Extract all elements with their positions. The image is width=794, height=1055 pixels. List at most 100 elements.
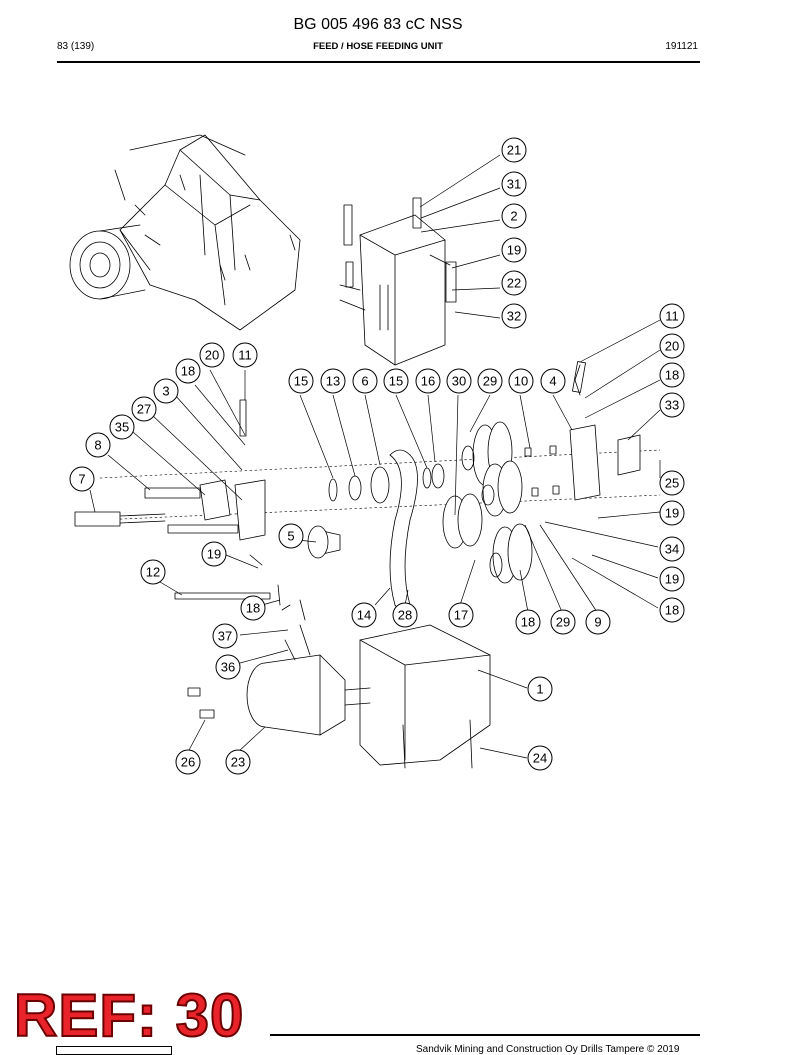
- callout-circle: [515, 609, 541, 635]
- callout-label: 25: [665, 476, 679, 491]
- callout-circle: [175, 749, 201, 775]
- callout-circle: [501, 270, 527, 296]
- callout-label: 29: [556, 615, 570, 630]
- callout-circle: [85, 432, 111, 458]
- callout-circle: [659, 362, 685, 388]
- callout-circle: [278, 523, 304, 549]
- callout-1: 1: [527, 676, 553, 702]
- callout-label: 13: [326, 374, 340, 389]
- callout-34: 34: [659, 536, 685, 562]
- document-date: 191121: [665, 41, 698, 52]
- callout-circle: [659, 303, 685, 329]
- callout-label: 8: [94, 438, 101, 453]
- callout-circle: [501, 137, 527, 163]
- callout-circle: [659, 500, 685, 526]
- callout-7: 7: [69, 466, 95, 492]
- callout-12: 12: [140, 559, 166, 585]
- center-parts-illustration: [74, 361, 661, 611]
- header-rule: [57, 61, 700, 63]
- callout-2: 2: [501, 203, 527, 229]
- callout-9: 9: [585, 609, 611, 635]
- callout-label: 33: [665, 398, 679, 413]
- callout-15: 15: [288, 368, 314, 394]
- callout-24: 24: [527, 745, 553, 771]
- callout-20: 20: [199, 342, 225, 368]
- section-title: FEED / HOSE FEEDING UNIT: [313, 41, 443, 52]
- callout-37: 37: [212, 623, 238, 649]
- copyright-text: Sandvik Mining and Construction Oy Drill…: [416, 1044, 680, 1055]
- callout-label: 10: [514, 374, 528, 389]
- callout-label: 3: [162, 384, 169, 399]
- callout-circle: [199, 342, 225, 368]
- callout-label: 14: [357, 608, 371, 623]
- callout-circle: [659, 392, 685, 418]
- callout-label: 24: [533, 751, 547, 766]
- callout-circle: [109, 414, 135, 440]
- callout-circle: [352, 368, 378, 394]
- callout-label: 17: [454, 608, 468, 623]
- callout-label: 20: [205, 348, 219, 363]
- callout-label: 21: [507, 143, 521, 158]
- callout-label: 9: [594, 615, 601, 630]
- callout-label: 37: [218, 629, 232, 644]
- callout-36: 36: [215, 654, 241, 680]
- callout-label: 36: [221, 660, 235, 675]
- callout-13: 13: [320, 368, 346, 394]
- callout-circle: [659, 566, 685, 592]
- callout-circle: [240, 595, 266, 621]
- callout-label: 12: [146, 565, 160, 580]
- callout-29: 29: [550, 609, 576, 635]
- callout-label: 18: [665, 368, 679, 383]
- callout-18: 18: [175, 358, 201, 384]
- callout-4: 4: [540, 368, 566, 394]
- callout-22: 22: [501, 270, 527, 296]
- callout-18: 18: [659, 362, 685, 388]
- callout-label: 20: [665, 339, 679, 354]
- callout-label: 19: [665, 506, 679, 521]
- callout-25: 25: [659, 470, 685, 496]
- leader-lines: [89, 154, 661, 759]
- callout-circle: [550, 609, 576, 635]
- callout-circle: [501, 203, 527, 229]
- callout-circle: [288, 368, 314, 394]
- callout-8: 8: [85, 432, 111, 458]
- callout-circle: [383, 368, 409, 394]
- callout-label: 35: [115, 420, 129, 435]
- footer-rule: [270, 1034, 700, 1036]
- callout-circle: [540, 368, 566, 394]
- callout-label: 18: [521, 615, 535, 630]
- callout-circle: [320, 368, 346, 394]
- callout-20: 20: [659, 333, 685, 359]
- callout-label: 26: [181, 755, 195, 770]
- callout-30: 30: [446, 368, 472, 394]
- callout-19: 19: [659, 500, 685, 526]
- callout-6: 6: [352, 368, 378, 394]
- callout-circle: [225, 749, 251, 775]
- callout-3: 3: [153, 378, 179, 404]
- callout-circle: [175, 358, 201, 384]
- callout-circle: [659, 333, 685, 359]
- callout-circle: [527, 676, 553, 702]
- callout-33: 33: [659, 392, 685, 418]
- callout-label: 15: [389, 374, 403, 389]
- callout-label: 18: [181, 364, 195, 379]
- callout-label: 16: [421, 374, 435, 389]
- callout-14: 14: [351, 602, 377, 628]
- callout-label: 30: [452, 374, 466, 389]
- callout-label: 31: [507, 177, 521, 192]
- reference-stamp: REF: 30: [13, 982, 245, 1049]
- callout-circle: [659, 470, 685, 496]
- callout-label: 11: [238, 348, 252, 363]
- callout-10: 10: [508, 368, 534, 394]
- callout-11: 11: [659, 303, 685, 329]
- callout-circle: [501, 303, 527, 329]
- callout-19: 19: [659, 566, 685, 592]
- callout-circle: [212, 623, 238, 649]
- callout-label: 7: [78, 472, 85, 487]
- company-logo: [56, 1046, 172, 1055]
- callout-label: 4: [549, 374, 556, 389]
- callout-circle: [448, 602, 474, 628]
- callout-circle: [131, 396, 157, 422]
- callout-circle: [659, 597, 685, 623]
